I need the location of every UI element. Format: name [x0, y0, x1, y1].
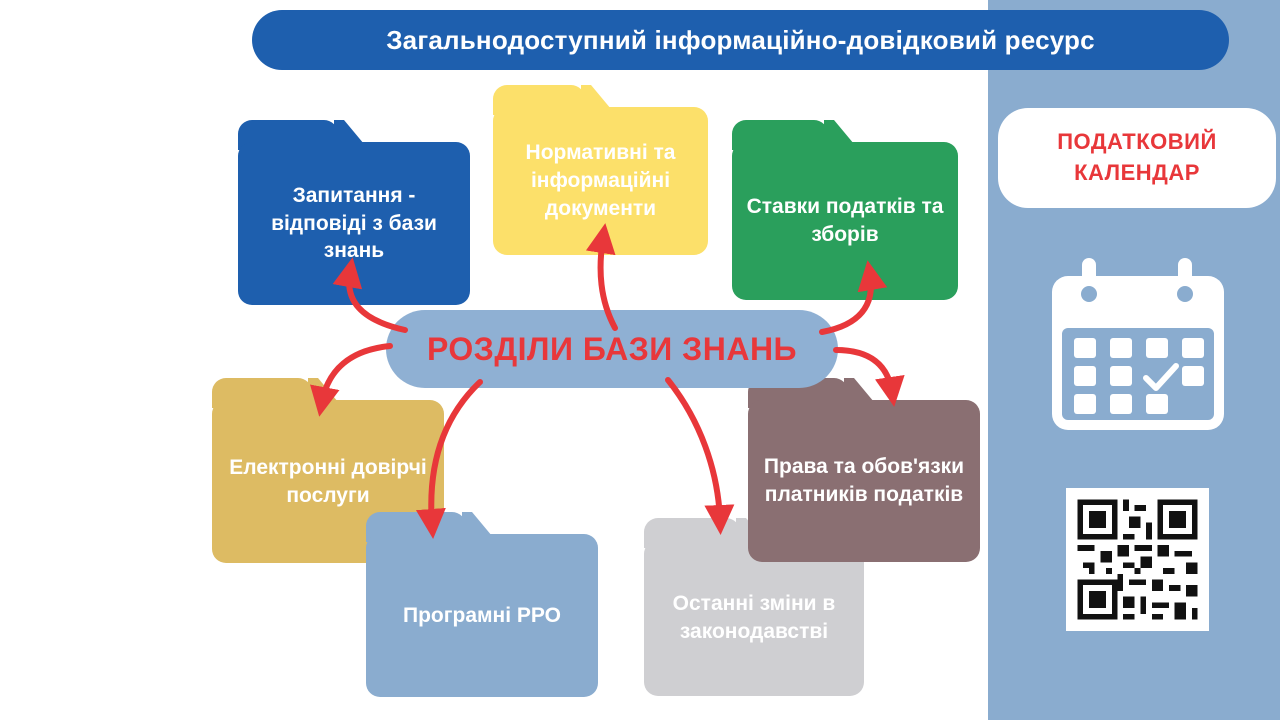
folder-tax-rates[interactable]: Ставки податків та зборів: [732, 120, 958, 300]
folder-faq[interactable]: Запитання - відповіді з бази знань: [238, 120, 470, 305]
tax-calendar-label: ПОДАТКОВИЙ КАЛЕНДАР: [1057, 129, 1217, 185]
folder-tax-rates-label: Ставки податків та зборів: [746, 195, 944, 246]
center-label: РОЗДІЛИ БАЗИ ЗНАНЬ: [426, 330, 798, 367]
folder-taxpayer-rights[interactable]: Права та обов'язки платників податків: [748, 378, 980, 562]
folder-software-rro-label: Програмні РРО: [403, 603, 561, 627]
folder-normative-documents-label: Нормативні та інформаційні документи: [525, 141, 676, 220]
folder-latest-changes-label: Останні зміни в законодавстві: [672, 592, 836, 643]
calendar-check-icon[interactable]: [1048, 258, 1228, 434]
tax-calendar-button[interactable]: ПОДАТКОВИЙ КАЛЕНДАР: [998, 108, 1276, 208]
folder-software-rro[interactable]: Програмні РРО: [366, 512, 598, 697]
header-banner: Загальнодоступний інформаційно-довідкови…: [252, 10, 1229, 70]
folder-e-trust-services-label: Електронні довірчі послуги: [229, 455, 427, 507]
folder-latest-changes[interactable]: Останні зміни в законодавстві: [644, 518, 864, 696]
qr-code-icon[interactable]: [1066, 488, 1209, 631]
folder-normative-documents[interactable]: Нормативні та інформаційні документи: [493, 85, 708, 255]
page-title: Загальнодоступний інформаційно-довідкови…: [386, 24, 1095, 55]
folder-faq-label: Запитання - відповіді з бази знань: [271, 183, 437, 263]
knowledge-base-sections: РОЗДІЛИ БАЗИ ЗНАНЬ: [386, 310, 838, 388]
arrow-to-latest-changes: [665, 377, 735, 535]
folder-taxpayer-rights-label: Права та обов'язки платників податків: [763, 455, 965, 506]
